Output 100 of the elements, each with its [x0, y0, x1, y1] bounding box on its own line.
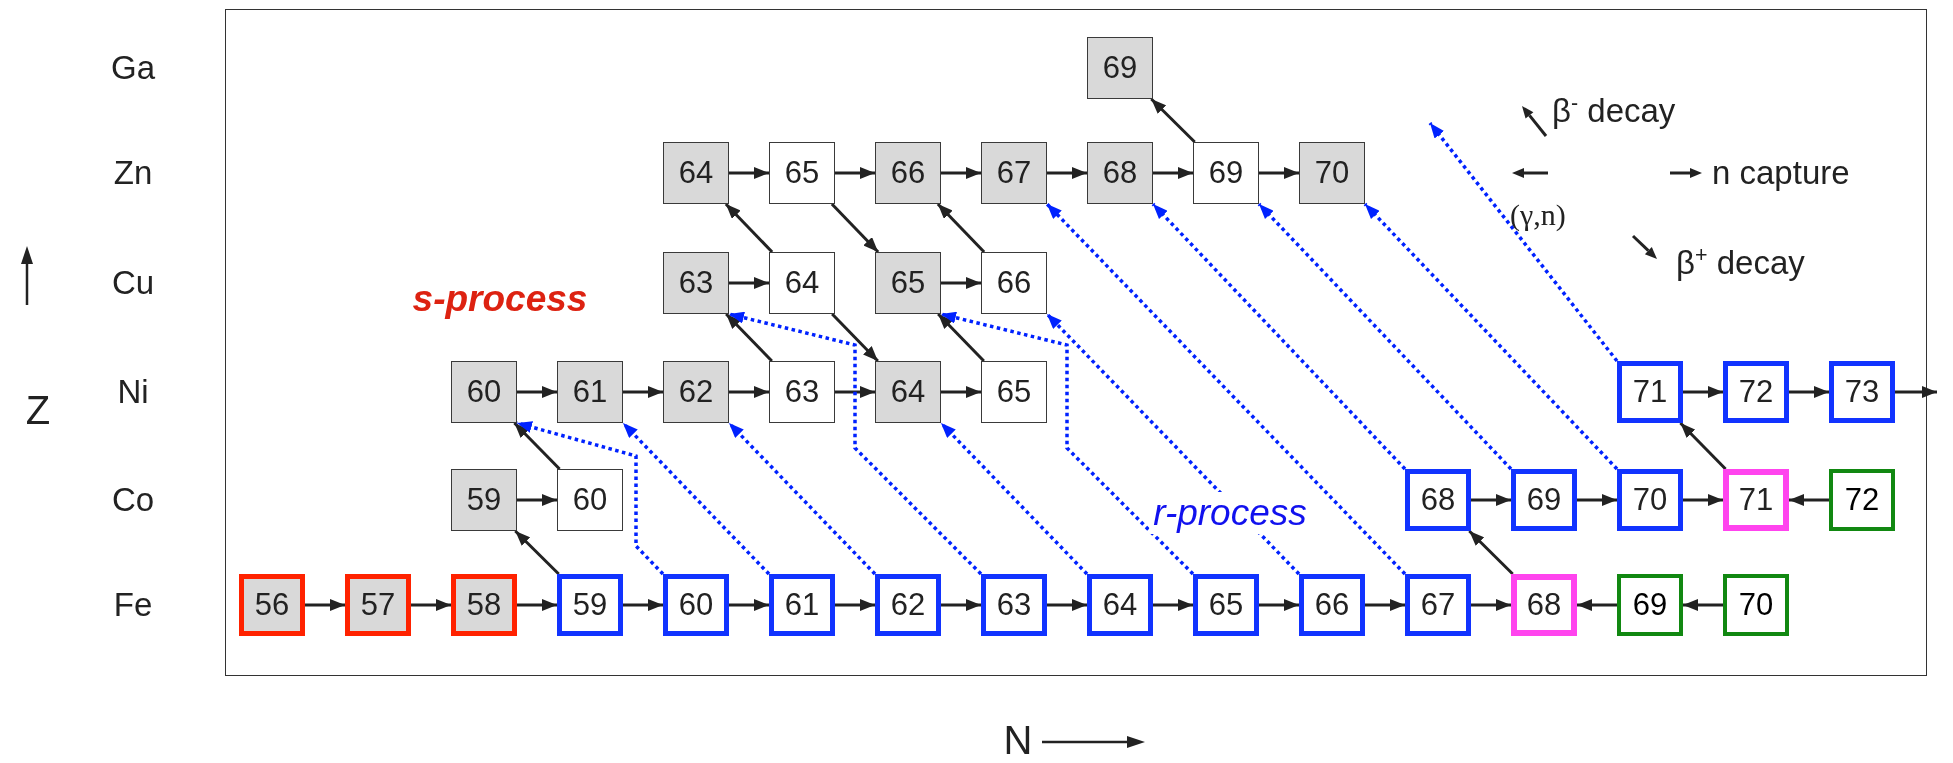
r-process-isotope-box: 59 — [557, 574, 623, 636]
arrow — [835, 386, 875, 398]
stable-isotope-box: 68 — [1087, 142, 1153, 204]
arrow — [936, 202, 986, 254]
dotted-arrow — [939, 421, 1089, 576]
arrow — [1047, 599, 1087, 611]
stable-isotope-box: 59 — [451, 469, 517, 531]
arrow — [517, 494, 557, 506]
waiting-point-box: 71 — [1723, 469, 1789, 531]
arrow — [411, 599, 451, 611]
dotted-arrow — [1151, 202, 1407, 471]
dotted-arrow — [621, 421, 771, 576]
r-process-isotope-box: 71 — [1617, 361, 1683, 423]
legend-text: β$^{-}$ decay — [1552, 90, 1676, 130]
dotted-arrow — [1045, 312, 1301, 576]
arrow — [835, 599, 875, 611]
r-process-isotope-box: 62 — [875, 574, 941, 636]
r-process-isotope-box: 60 — [663, 574, 729, 636]
isotope-box: 66 — [981, 252, 1047, 314]
stable-isotope-box: 61 — [557, 361, 623, 423]
dotted-arrow — [1363, 202, 1619, 471]
arrow — [937, 312, 985, 363]
isotope-box: 60 — [557, 469, 623, 531]
arrow — [941, 599, 981, 611]
dotted-arrow — [727, 421, 877, 576]
dotted-arrow — [1045, 202, 1407, 576]
dotted-arrow — [1257, 202, 1513, 471]
arrow — [517, 599, 557, 611]
isotope-box: 70 — [1723, 574, 1789, 636]
arrow — [941, 167, 981, 179]
stable-isotope-box: 66 — [875, 142, 941, 204]
r-process-isotope-box: 67 — [1405, 574, 1471, 636]
arrow — [729, 599, 769, 611]
arrow — [941, 277, 981, 289]
arrow — [1683, 599, 1723, 611]
arrow — [513, 421, 561, 471]
isotope-box: 72 — [1829, 469, 1895, 531]
arrow — [1259, 167, 1299, 179]
stable-isotope-box: 70 — [1299, 142, 1365, 204]
isotope-box: 65 — [981, 361, 1047, 423]
arrow — [1153, 167, 1193, 179]
r-process-isotope-box: 65 — [1193, 574, 1259, 636]
r-process-isotope-box: 61 — [769, 574, 835, 636]
element-label: Fe — [113, 586, 153, 624]
r-process-isotope-box: 68 — [1405, 469, 1471, 531]
r-process-isotope-box: 72 — [1723, 361, 1789, 423]
element-label: Ga — [111, 49, 155, 87]
r-process-isotope-box: 70 — [1617, 469, 1683, 531]
seed-isotope-box: 57 — [345, 574, 411, 636]
arrow — [1047, 167, 1087, 179]
arrow — [1153, 599, 1193, 611]
waiting-point-box: 68 — [1511, 574, 1577, 636]
arrow — [1150, 97, 1196, 144]
arrow — [623, 386, 663, 398]
arrow — [729, 386, 769, 398]
dotted-arrow — [516, 421, 665, 576]
arrow — [1365, 599, 1405, 611]
element-label: Zn — [113, 154, 153, 192]
legend-text: n capture — [1712, 154, 1850, 192]
r-process-isotope-box: 69 — [1511, 469, 1577, 531]
seed-isotope-box: 58 — [451, 574, 517, 636]
stable-isotope-box: 64 — [875, 361, 941, 423]
legend-text: β$^{+}$ decay — [1676, 242, 1805, 282]
element-label: Co — [111, 481, 155, 519]
dotted-arrow — [728, 311, 983, 576]
isotope-box: 63 — [769, 361, 835, 423]
arrow — [1468, 529, 1514, 576]
stable-isotope-box: 69 — [1087, 37, 1153, 99]
stable-isotope-box: 67 — [981, 142, 1047, 204]
axis-label: N — [1003, 717, 1033, 763]
arrow — [830, 202, 880, 254]
r-process-isotope-box: 73 — [1829, 361, 1895, 423]
arrow — [724, 202, 774, 254]
arrow — [1895, 386, 1937, 398]
isotope-box: 64 — [769, 252, 835, 314]
isotope-box: 69 — [1193, 142, 1259, 204]
axis-label: Z — [25, 387, 51, 433]
arrow — [1577, 599, 1617, 611]
stable-isotope-box: 64 — [663, 142, 729, 204]
arrow — [1683, 386, 1723, 398]
element-label: Cu — [111, 264, 155, 302]
arrow — [1471, 599, 1511, 611]
arrow — [835, 167, 875, 179]
dotted-arrow — [940, 311, 1195, 576]
arrow — [1471, 494, 1511, 506]
arrow — [1683, 494, 1723, 506]
seed-isotope-box: 56 — [239, 574, 305, 636]
stable-isotope-box: 65 — [875, 252, 941, 314]
arrow — [514, 529, 560, 576]
arrow — [1259, 599, 1299, 611]
stable-isotope-box: 63 — [663, 252, 729, 314]
arrow — [729, 277, 769, 289]
arrow — [1577, 494, 1617, 506]
r-process-isotope-box: 64 — [1087, 574, 1153, 636]
element-label: Ni — [117, 373, 149, 411]
dotted-arrow — [1428, 121, 1619, 363]
arrow — [729, 167, 769, 179]
isotope-box: 69 — [1617, 574, 1683, 636]
arrow — [941, 386, 981, 398]
arrow — [623, 599, 663, 611]
